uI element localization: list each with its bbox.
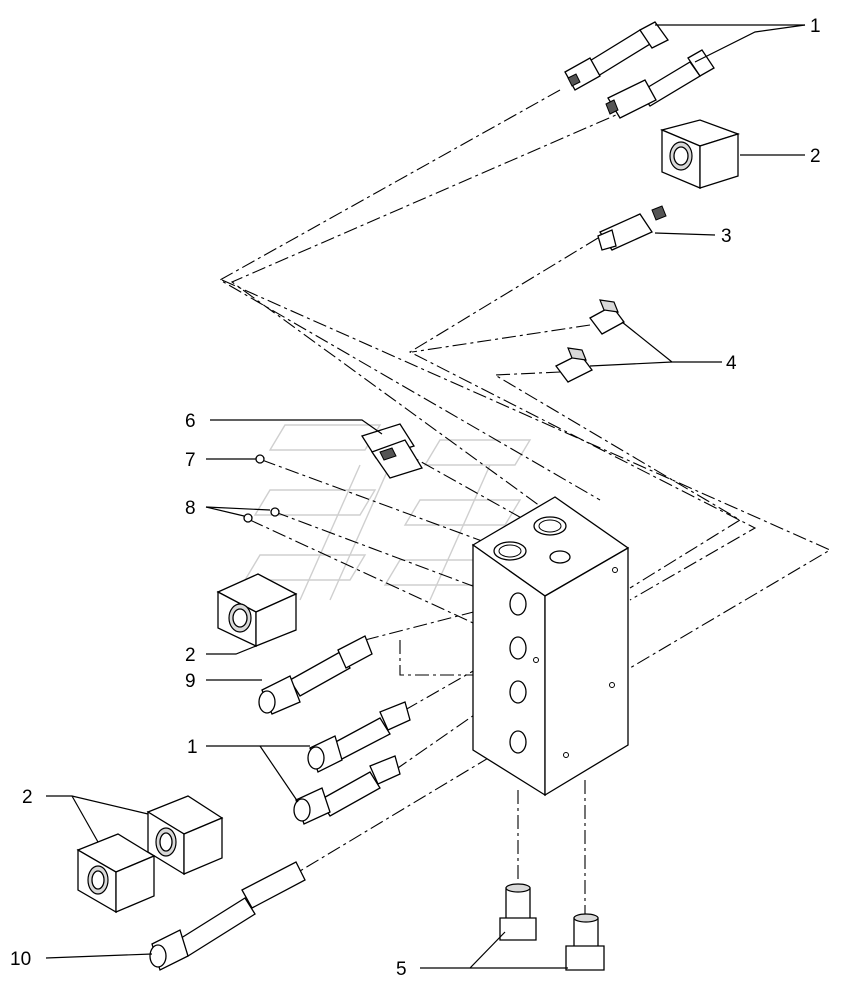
- callout-9: 9: [185, 671, 196, 692]
- callout-5: 5: [396, 959, 407, 980]
- plug-valve-item5-b: [565, 913, 605, 971]
- callout-labels: 1 2 3 4 6 7 8 2 9 1 2 10 5: [10, 16, 821, 980]
- callout-2-bottom: 2: [22, 787, 33, 808]
- callout-2-middle: 2: [185, 645, 196, 666]
- callout-3: 3: [721, 226, 732, 247]
- callout-1-middle: 1: [187, 737, 198, 758]
- callout-10: 10: [10, 949, 31, 970]
- valve-item6: [360, 423, 423, 479]
- coil-item2-top: [659, 119, 741, 189]
- callout-4: 4: [726, 353, 737, 374]
- solenoid-valve-item1-top-a: [564, 21, 669, 91]
- callout-8: 8: [185, 498, 196, 519]
- leader-lines: [45, 24, 806, 969]
- plug-item8-b: [243, 513, 253, 523]
- solenoid-valve-item1-mid-b: [293, 755, 401, 825]
- callout-6: 6: [185, 411, 196, 432]
- callout-1-top: 1: [810, 16, 821, 37]
- check-valve-item4-b: [555, 347, 593, 383]
- callout-2-top: 2: [810, 146, 821, 167]
- cartridge-valve-item3: [597, 205, 667, 251]
- coil-item2-bottom-b: [76, 833, 156, 914]
- plug-item7: [255, 454, 265, 464]
- plug-valve-item5-a: [499, 883, 537, 941]
- solenoid-valve-item10: [149, 861, 306, 971]
- assembly-lines: [218, 89, 832, 915]
- plug-item8-a: [270, 507, 280, 517]
- solenoid-valve-item1-mid-a: [307, 701, 411, 773]
- check-valve-item4-a: [589, 299, 625, 335]
- solenoid-valve-item1-top-b: [605, 49, 715, 119]
- solenoid-valve-item9: [258, 635, 373, 715]
- coil-item2-bottom-a: [146, 795, 224, 876]
- callout-7: 7: [185, 450, 196, 471]
- valve-block: [471, 496, 630, 797]
- coil-item2-middle: [216, 573, 298, 648]
